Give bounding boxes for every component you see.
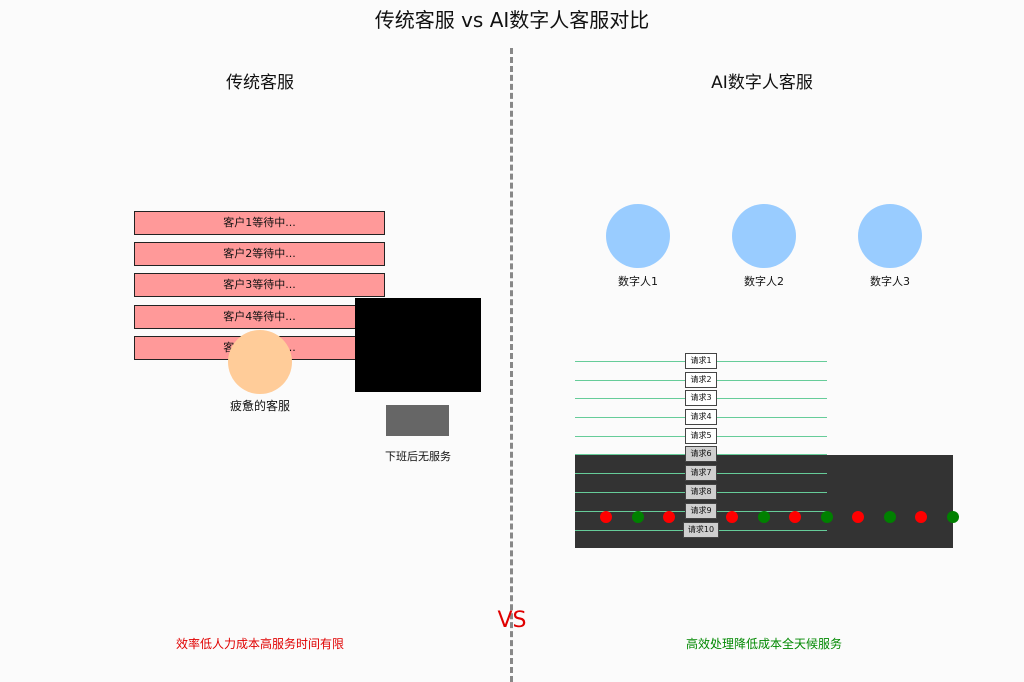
request-4: 请求4: [685, 409, 717, 425]
closed-bar: [386, 405, 449, 436]
center-divider: [510, 48, 513, 682]
queue-item-3: 客户3等待中...: [134, 273, 385, 297]
digital-human-3-label: 数字人3: [870, 275, 910, 288]
status-dot-red: [852, 511, 864, 523]
digital-human-3-circle: [858, 204, 922, 268]
page-title: 传统客服 vs AI数字人客服对比: [374, 8, 650, 32]
status-dot-green: [632, 511, 644, 523]
status-dot-red: [726, 511, 738, 523]
ai-heading: AI数字人客服: [711, 73, 813, 93]
vs-label: VS: [497, 608, 527, 633]
request-2: 请求2: [685, 372, 717, 388]
status-dot-red: [915, 511, 927, 523]
queue-item-1: 客户1等待中...: [134, 211, 385, 235]
status-dot-green: [884, 511, 896, 523]
digital-human-2-circle: [732, 204, 796, 268]
status-dot-green: [758, 511, 770, 523]
request-1: 请求1: [685, 353, 717, 369]
queue-item-2: 客户2等待中...: [134, 242, 385, 266]
digital-human-1-label: 数字人1: [618, 275, 658, 288]
night-block: [355, 298, 481, 392]
queue-item-4: 客户4等待中...: [134, 305, 385, 329]
request-5: 请求5: [685, 428, 717, 444]
status-dot-red: [789, 511, 801, 523]
traditional-heading: 传统客服: [226, 73, 294, 93]
request-10: 请求10: [683, 522, 719, 538]
request-7: 请求7: [685, 465, 717, 481]
digital-human-1-circle: [606, 204, 670, 268]
request-8: 请求8: [685, 484, 717, 500]
closed-label: 下班后无服务: [385, 450, 451, 463]
digital-human-2-label: 数字人2: [744, 275, 784, 288]
status-dot-red: [600, 511, 612, 523]
ai-summary: 高效处理降低成本全天候服务: [685, 637, 842, 651]
tired-agent-circle: [228, 330, 292, 394]
status-dot-green: [821, 511, 833, 523]
tired-agent-label: 疲惫的客服: [229, 399, 290, 413]
status-dot-green: [947, 511, 959, 523]
request-9: 请求9: [685, 503, 717, 519]
dark-panel: [575, 455, 953, 548]
status-dot-red: [663, 511, 675, 523]
request-3: 请求3: [685, 390, 717, 406]
traditional-summary: 效率低人力成本高服务时间有限: [175, 637, 344, 651]
request-6: 请求6: [685, 446, 717, 462]
